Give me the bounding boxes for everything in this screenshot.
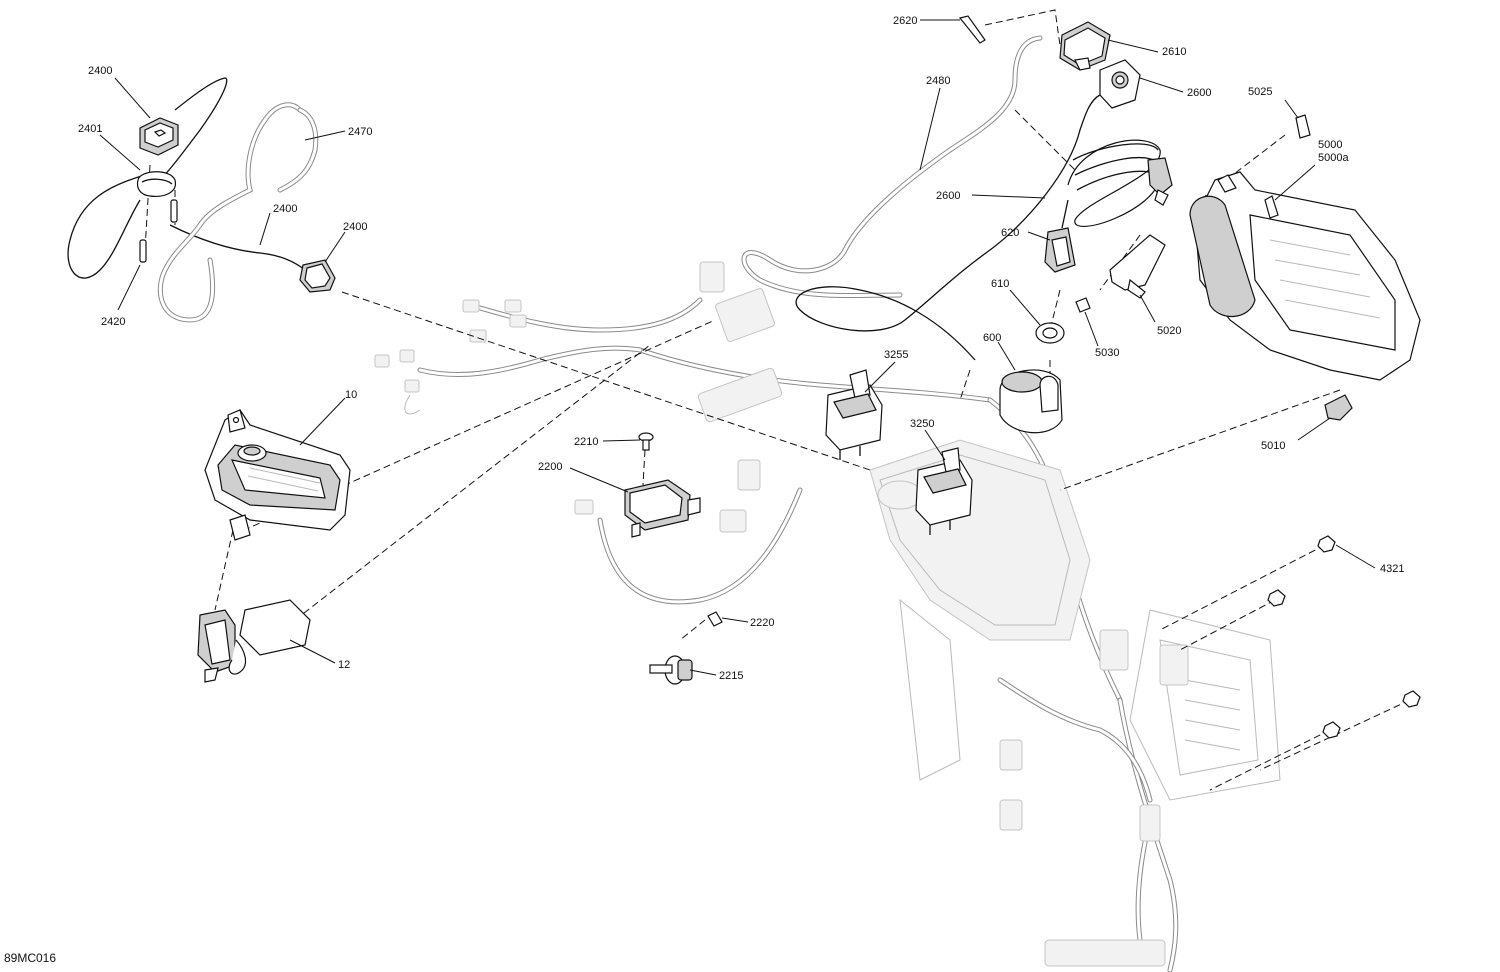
assembly-dash-lines bbox=[144, 9, 1411, 791]
callout-5000: 5000 bbox=[1318, 139, 1342, 151]
figure-id: 89MC016 bbox=[4, 951, 56, 965]
part-610-grommet bbox=[1035, 322, 1065, 344]
callout-2480: 2480 bbox=[926, 75, 950, 87]
callout-5030: 5030 bbox=[1095, 347, 1119, 359]
handlebar-switch-assembly bbox=[67, 77, 336, 323]
callout-3255: 3255 bbox=[884, 349, 908, 361]
ghost-connector-cluster-left bbox=[374, 299, 527, 415]
part-2210-screw bbox=[638, 432, 654, 451]
leader-lines bbox=[99, 19, 1376, 676]
callout-2610: 2610 bbox=[1162, 46, 1186, 58]
callout-2210: 2210 bbox=[574, 436, 598, 448]
ghost-connector-cluster-right bbox=[999, 629, 1189, 967]
ghost-main-harness bbox=[374, 261, 1281, 972]
part-2620-bolt bbox=[958, 15, 986, 44]
callout-2620: 2620 bbox=[893, 15, 917, 27]
part-2200-sensor bbox=[624, 479, 701, 538]
callout-3250: 3250 bbox=[910, 418, 934, 430]
part-5020-bracket bbox=[1109, 234, 1166, 299]
ghost-connector-cluster-center bbox=[574, 261, 783, 533]
callout-2215: 2215 bbox=[719, 670, 743, 682]
callout-2401: 2401 bbox=[78, 123, 102, 135]
harness-2480 bbox=[741, 35, 1043, 299]
callout-5000a: 5000a bbox=[1318, 152, 1349, 164]
callout-600: 600 bbox=[983, 332, 1001, 344]
part-4321-nuts bbox=[1267, 535, 1421, 739]
callout-2400: 2400 bbox=[88, 65, 112, 77]
callout-5020: 5020 bbox=[1157, 325, 1181, 337]
harness-2600 bbox=[795, 94, 1173, 361]
connector-12 bbox=[197, 599, 311, 683]
part-2215-sensor bbox=[649, 655, 693, 685]
callout-2600: 2600 bbox=[936, 190, 960, 202]
part-620-connector bbox=[1044, 199, 1076, 273]
callout-610: 610 bbox=[991, 278, 1009, 290]
callout-620: 620 bbox=[1001, 227, 1019, 239]
module-10 bbox=[204, 409, 351, 541]
callout-2600: 2600 bbox=[1187, 87, 1211, 99]
part-2220-screw bbox=[707, 611, 723, 627]
callout-2470: 2470 bbox=[348, 126, 372, 138]
part-5025-bolt bbox=[1295, 114, 1311, 139]
callout-2420: 2420 bbox=[101, 316, 125, 328]
part-3255-relay bbox=[825, 369, 883, 460]
part-2600-switch bbox=[1099, 59, 1141, 109]
part-3250-relay bbox=[915, 447, 973, 535]
callout-2400: 2400 bbox=[343, 221, 367, 233]
callout-2200: 2200 bbox=[538, 461, 562, 473]
callout-2220: 2220 bbox=[750, 617, 774, 629]
callout-labels: 2400 2401 2470 2400 2400 2420 10 12 2620… bbox=[4, 15, 1404, 965]
part-5000-ecm bbox=[1189, 171, 1421, 381]
part-600-sensor bbox=[999, 369, 1063, 434]
part-5010-clip bbox=[1324, 394, 1353, 421]
callout-12: 12 bbox=[338, 659, 350, 671]
part-5030-nut bbox=[1075, 297, 1091, 313]
callout-4321: 4321 bbox=[1380, 563, 1404, 575]
callout-5010: 5010 bbox=[1261, 440, 1285, 452]
callout-10: 10 bbox=[345, 389, 357, 401]
callout-5025: 5025 bbox=[1248, 86, 1272, 98]
part-2610-module bbox=[1059, 21, 1111, 71]
callout-2400: 2400 bbox=[273, 203, 297, 215]
